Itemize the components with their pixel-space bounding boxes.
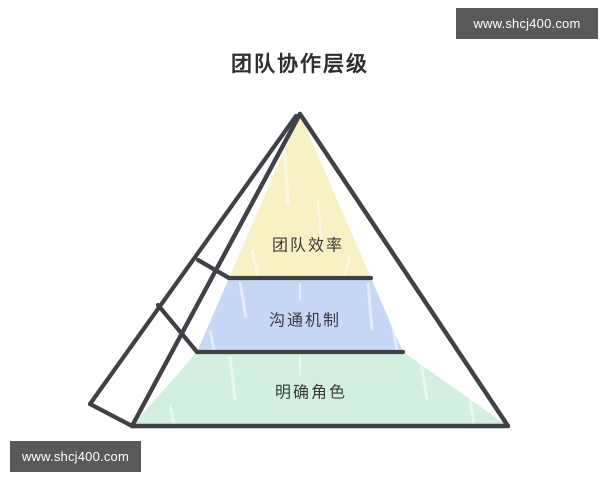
facet-connector-upper	[195, 257, 232, 281]
pyramid-level-top-label: 团队效率	[272, 237, 344, 255]
pyramid-dividers	[194, 275, 406, 355]
pyramid-level-top-shape[interactable]	[229, 114, 371, 278]
pyramid-level-bottom-shape[interactable]	[132, 352, 508, 426]
pyramid-level-middle-shape[interactable]	[197, 278, 403, 352]
watermark-bottom-left: www.shcj400.com	[10, 441, 141, 472]
pyramid-outer-outline	[87, 113, 299, 429]
pyramid-level-middle-label: 沟通机制	[269, 312, 341, 330]
sketch-texture	[168, 149, 476, 425]
pyramid-side-facets	[155, 257, 232, 355]
watermark-top-right: www.shcj400.com	[456, 8, 598, 39]
page-title: 团队协作层级	[231, 52, 369, 76]
facet-connector-lower	[155, 302, 200, 355]
pyramid-level-bottom-label: 明确角色	[275, 384, 347, 402]
